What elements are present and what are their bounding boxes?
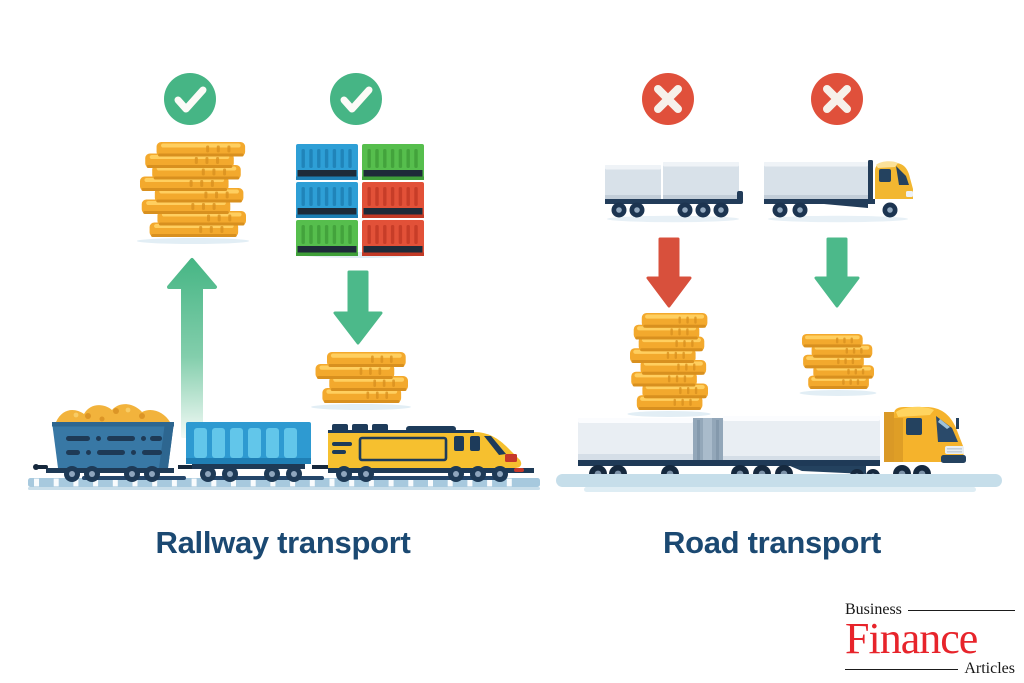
cross-circle-icon	[642, 73, 694, 125]
coin-stack-railway-revenue	[136, 142, 250, 244]
cross-circle-icon	[811, 73, 863, 125]
truck-cab	[884, 406, 966, 463]
logo-top-row: Business	[845, 602, 1015, 618]
coin-stack-railway-cost	[311, 352, 411, 410]
hopper-wagon	[33, 404, 174, 482]
railway-track	[28, 476, 540, 490]
coin-stack-road-cost-low	[799, 334, 877, 396]
logo-finance-text: Finance	[845, 614, 978, 663]
freight-train-illustration	[28, 404, 540, 490]
double-trailer-truck-illustration	[605, 162, 743, 223]
container-wagon	[178, 422, 311, 482]
railway-title: Rallway transport	[155, 525, 411, 560]
check-circle-icon	[330, 73, 382, 125]
arrow-down-red-icon	[646, 237, 692, 308]
logo-business-text: Business	[845, 601, 902, 618]
logo-articles-text: Articles	[964, 660, 1015, 678]
arrow-down-green-icon	[814, 237, 860, 308]
business-finance-articles-logo: Business Finance Articles	[845, 602, 1015, 677]
arrow-down-green-icon	[333, 270, 383, 345]
coin-stack-road-cost-high	[627, 313, 711, 417]
logo-bottom-row: Articles	[845, 661, 1015, 677]
shipping-container-stack	[296, 144, 424, 258]
locomotive	[312, 424, 534, 482]
box-truck-illustration	[764, 160, 913, 223]
road-surface-edge	[584, 487, 976, 492]
logo-bottom-rule	[845, 668, 959, 670]
road-surface	[556, 474, 1002, 487]
check-circle-icon	[164, 73, 216, 125]
road-title: Road transport	[663, 525, 881, 560]
logo-top-rule	[907, 609, 1015, 611]
truck-trailers	[578, 416, 880, 474]
